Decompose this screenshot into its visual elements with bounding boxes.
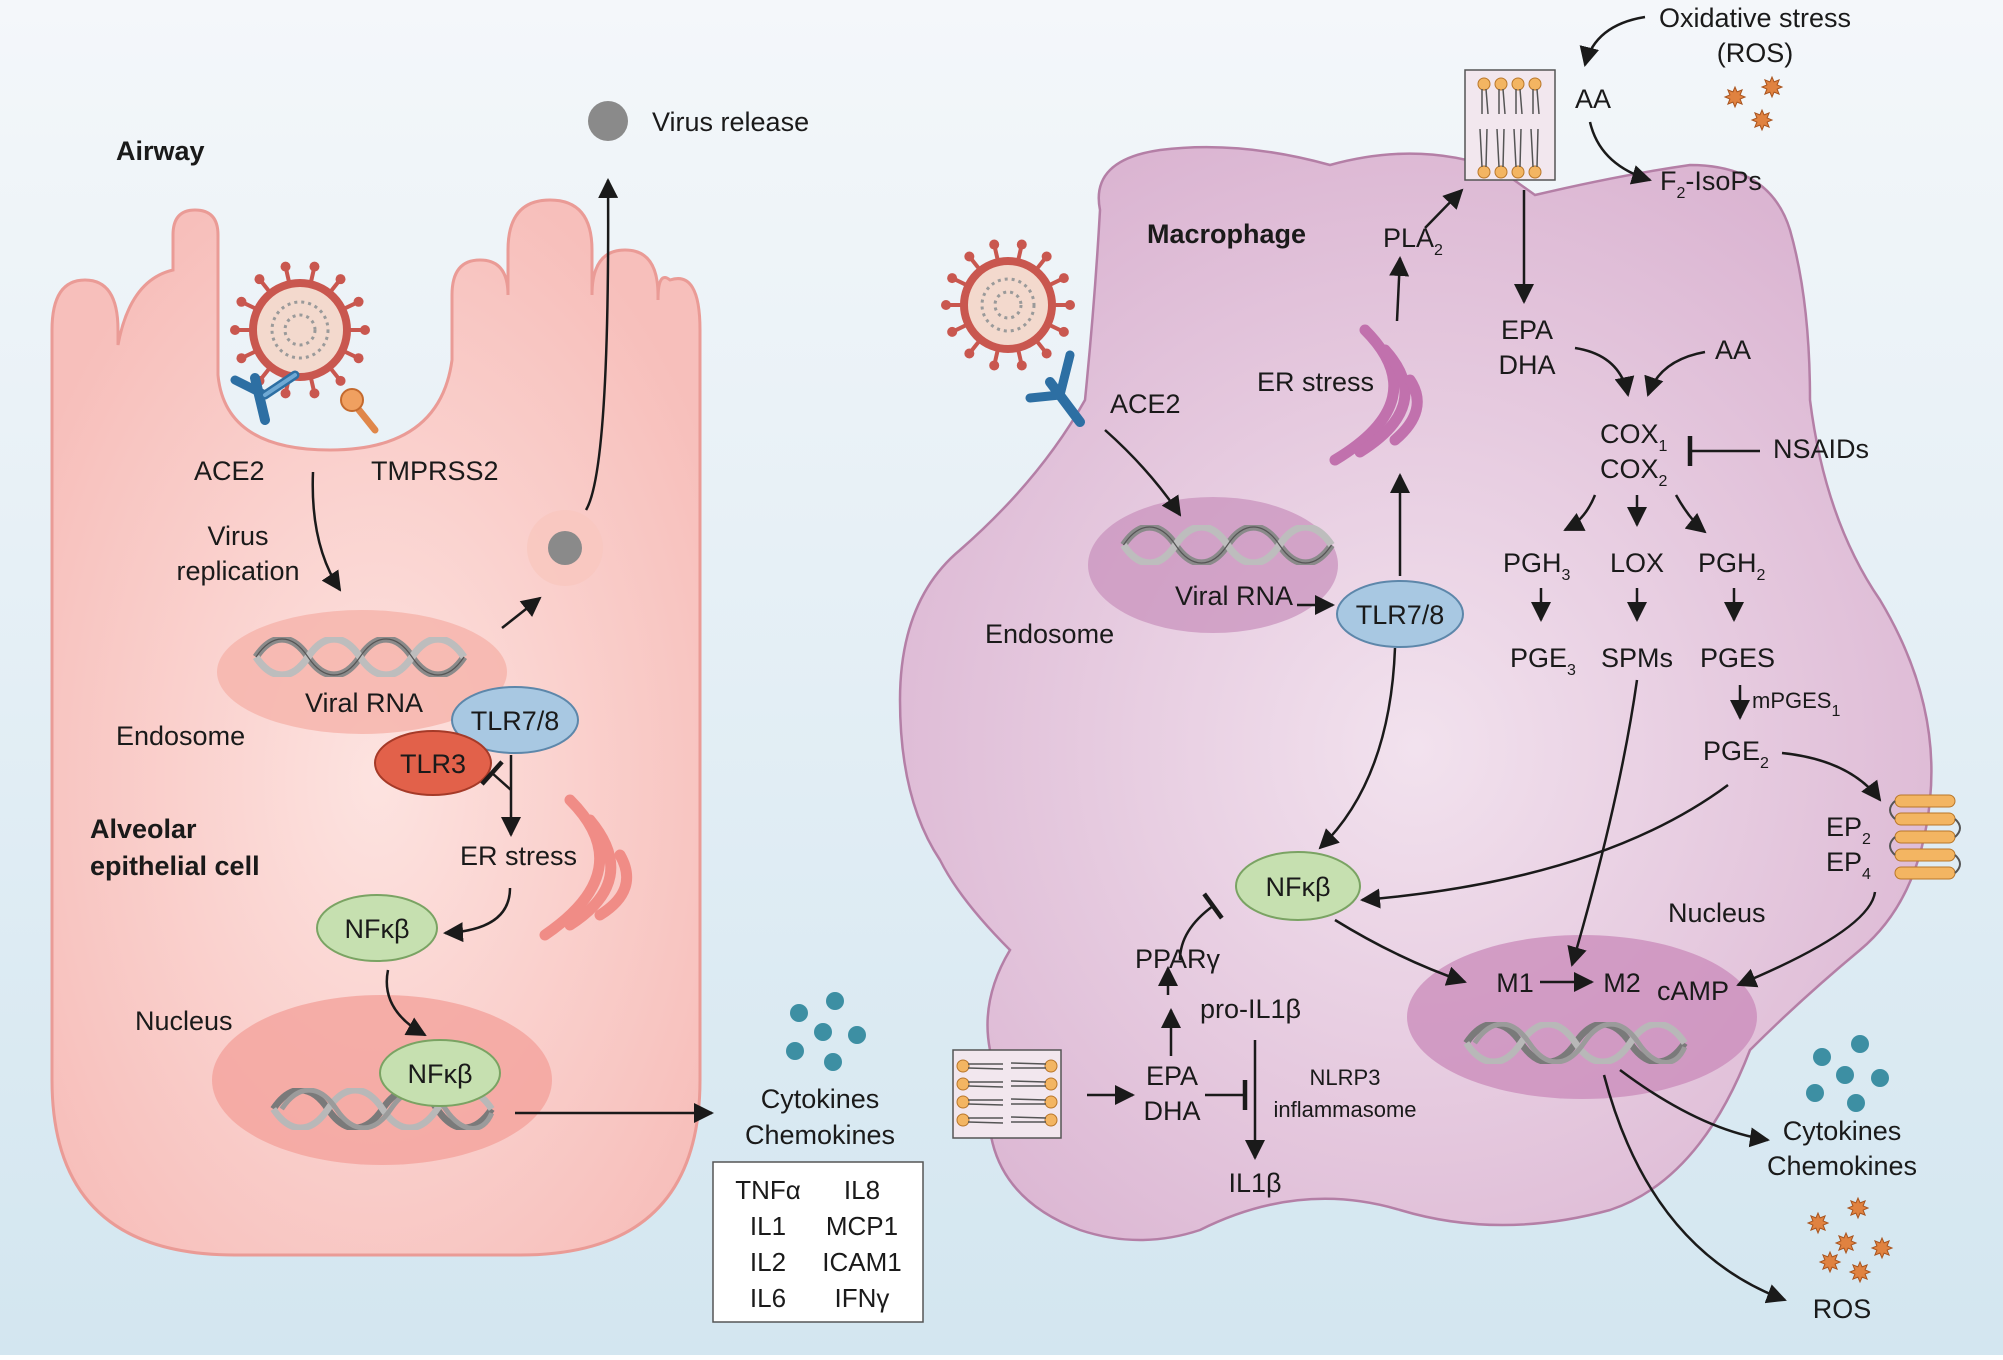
label-nfkb-macrophage: NFκβ	[1265, 872, 1330, 902]
label-nlrp3-1: NLRP3	[1310, 1065, 1381, 1090]
label-macrophage: Macrophage	[1147, 219, 1306, 249]
label-tmprss2: TMPRSS2	[371, 456, 499, 486]
label-er-stress-macrophage: ER stress	[1257, 367, 1374, 397]
label-pges: PGES	[1700, 643, 1775, 673]
label-cell-title-1: Alveolar	[90, 814, 197, 844]
label-tlr78-macrophage: TLR7/8	[1356, 600, 1445, 630]
label-dha-top: DHA	[1498, 350, 1555, 380]
label-aa-top: AA	[1575, 84, 1611, 114]
epithelial-arrows	[311, 178, 714, 1123]
label-ep2: EP2	[1826, 812, 1871, 848]
label-pge3: PGE3	[1510, 643, 1576, 679]
label-epa-bottom: EPA	[1146, 1061, 1198, 1091]
label-cytokines-right: Cytokines	[1783, 1116, 1902, 1146]
label-viral-rna-macrophage: Viral RNA	[1175, 581, 1293, 611]
tmprss2-protease	[340, 388, 379, 434]
label-cell-title-2: epithelial cell	[90, 851, 260, 881]
cytokine-dots-right	[1806, 1035, 1889, 1112]
label-ep4: EP4	[1826, 847, 1871, 883]
nfkb-nucleus-epithelial	[379, 1039, 501, 1107]
label-virus-replication-2: replication	[176, 556, 299, 586]
label-endosome-epithelial: Endosome	[116, 721, 245, 751]
label-ppar: PPARγ	[1135, 944, 1221, 974]
macrophage-arrows	[1087, 15, 1882, 1304]
label-endosome-macrophage: Endosome	[985, 619, 1114, 649]
cytokine-table-cell: IL8	[844, 1175, 880, 1205]
er-organelle-macrophage	[1329, 324, 1423, 466]
tlr78-epithelial	[451, 686, 579, 754]
label-airway: Airway	[116, 136, 205, 166]
cytokine-dots-center	[786, 992, 866, 1071]
label-spms: SPMs	[1601, 643, 1673, 673]
label-viral-rna-epithelial: Viral RNA	[305, 688, 423, 718]
label-il1b: IL1β	[1228, 1168, 1281, 1198]
label-ros-bottom: ROS	[1813, 1294, 1872, 1324]
cytokine-table-cell: IL2	[750, 1247, 786, 1277]
label-nfkb-epithelial: NFκβ	[344, 914, 409, 944]
label-oxidative-stress-2: (ROS)	[1717, 38, 1794, 68]
label-er-stress-epithelial: ER stress	[460, 841, 577, 871]
label-aa-right: AA	[1715, 335, 1751, 365]
label-pgh2: PGH2	[1698, 548, 1766, 584]
label-ace2-macrophage: ACE2	[1110, 389, 1181, 419]
ace2-receptor-epithelial	[230, 370, 300, 425]
label-pro-il1b: pro-IL1β	[1200, 994, 1301, 1024]
ace2-receptor-macrophage	[1025, 350, 1085, 427]
nfkb-macrophage	[1235, 851, 1361, 921]
label-f2-isops: F2-IsoPs	[1660, 166, 1762, 202]
nfkb-cytoplasm-epithelial	[316, 894, 438, 962]
label-nfkb-nucleus: NFκβ	[407, 1059, 472, 1089]
label-nucleus-epithelial: Nucleus	[135, 1006, 233, 1036]
phospholipid-membrane-top	[1464, 69, 1556, 181]
phospholipid-membrane-bottom	[952, 1049, 1062, 1139]
label-m1: M1	[1496, 968, 1534, 998]
label-chemokines-center: Chemokines	[745, 1120, 895, 1150]
cytokine-table-cell: IFNγ	[835, 1283, 890, 1313]
cytokine-table-cell: MCP1	[826, 1211, 898, 1241]
label-nucleus-macrophage: Nucleus	[1668, 898, 1766, 928]
nucleus-macrophage	[1407, 935, 1757, 1099]
label-cox2: COX2	[1600, 454, 1668, 490]
label-ace2-epithelial: ACE2	[194, 456, 265, 486]
cytokine-table-cell: ICAM1	[822, 1247, 901, 1277]
label-m2: M2	[1603, 968, 1641, 998]
cytokine-table-box	[712, 1161, 924, 1323]
label-cytokines-center: Cytokines	[761, 1084, 880, 1114]
endosome-macrophage	[1088, 497, 1338, 633]
label-tlr3: TLR3	[400, 749, 466, 779]
label-virus-release: Virus release	[652, 107, 809, 137]
tlr78-macrophage	[1336, 580, 1464, 648]
virus-particle-airway	[230, 261, 370, 399]
ros-stars-bottom	[1806, 1196, 1894, 1284]
virus-particle-macrophage	[941, 239, 1075, 371]
label-lox: LOX	[1610, 548, 1664, 578]
label-nlrp3-2: inflammasome	[1273, 1097, 1416, 1122]
label-pge2: PGE2	[1703, 736, 1769, 772]
budding-virus	[527, 510, 603, 586]
released-virus	[588, 101, 628, 141]
label-epa-top: EPA	[1501, 315, 1553, 345]
label-cox1: COX1	[1600, 419, 1668, 455]
cytokine-table-cell: TNFα	[735, 1175, 801, 1205]
cytokine-table-cell: IL1	[750, 1211, 786, 1241]
label-oxidative-stress-1: Oxidative stress	[1659, 3, 1851, 33]
label-dha-bottom: DHA	[1143, 1096, 1200, 1126]
label-chemokines-right: Chemokines	[1767, 1151, 1917, 1181]
label-mpges1: mPGES1	[1752, 688, 1840, 720]
label-pgh3: PGH3	[1503, 548, 1571, 584]
ros-stars-top	[1723, 75, 1784, 132]
er-organelle-epithelial	[539, 794, 633, 941]
label-camp: cAMP	[1657, 976, 1729, 1006]
label-nsaids: NSAIDs	[1773, 434, 1869, 464]
label-virus-replication-1: Virus	[207, 521, 268, 551]
label-tlr78-epithelial: TLR7/8	[471, 706, 560, 736]
cytokine-table-cell: IL6	[750, 1283, 786, 1313]
ep-receptor	[1889, 794, 1961, 880]
